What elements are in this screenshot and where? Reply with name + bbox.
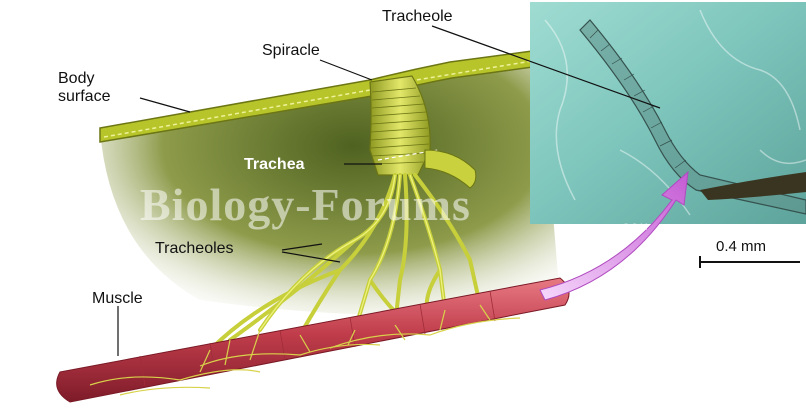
watermark-text: Biology-Forums [140,178,471,231]
label-spiracle: Spiracle [262,42,320,60]
leader-body-surface [140,98,190,112]
label-body-surface-line1: Body [58,70,94,88]
leader-spiracle [320,60,372,80]
label-body-surface-line2: surface [58,88,110,106]
label-trachea: Trachea [244,156,304,174]
scale-bar-label: 0.4 mm [716,238,766,255]
label-tracheole: Tracheole [382,8,453,26]
label-muscle: Muscle [92,290,143,308]
watermark-sub: .COM [618,222,650,232]
label-tracheoles: Tracheoles [155,240,234,258]
scale-bar [700,256,800,268]
